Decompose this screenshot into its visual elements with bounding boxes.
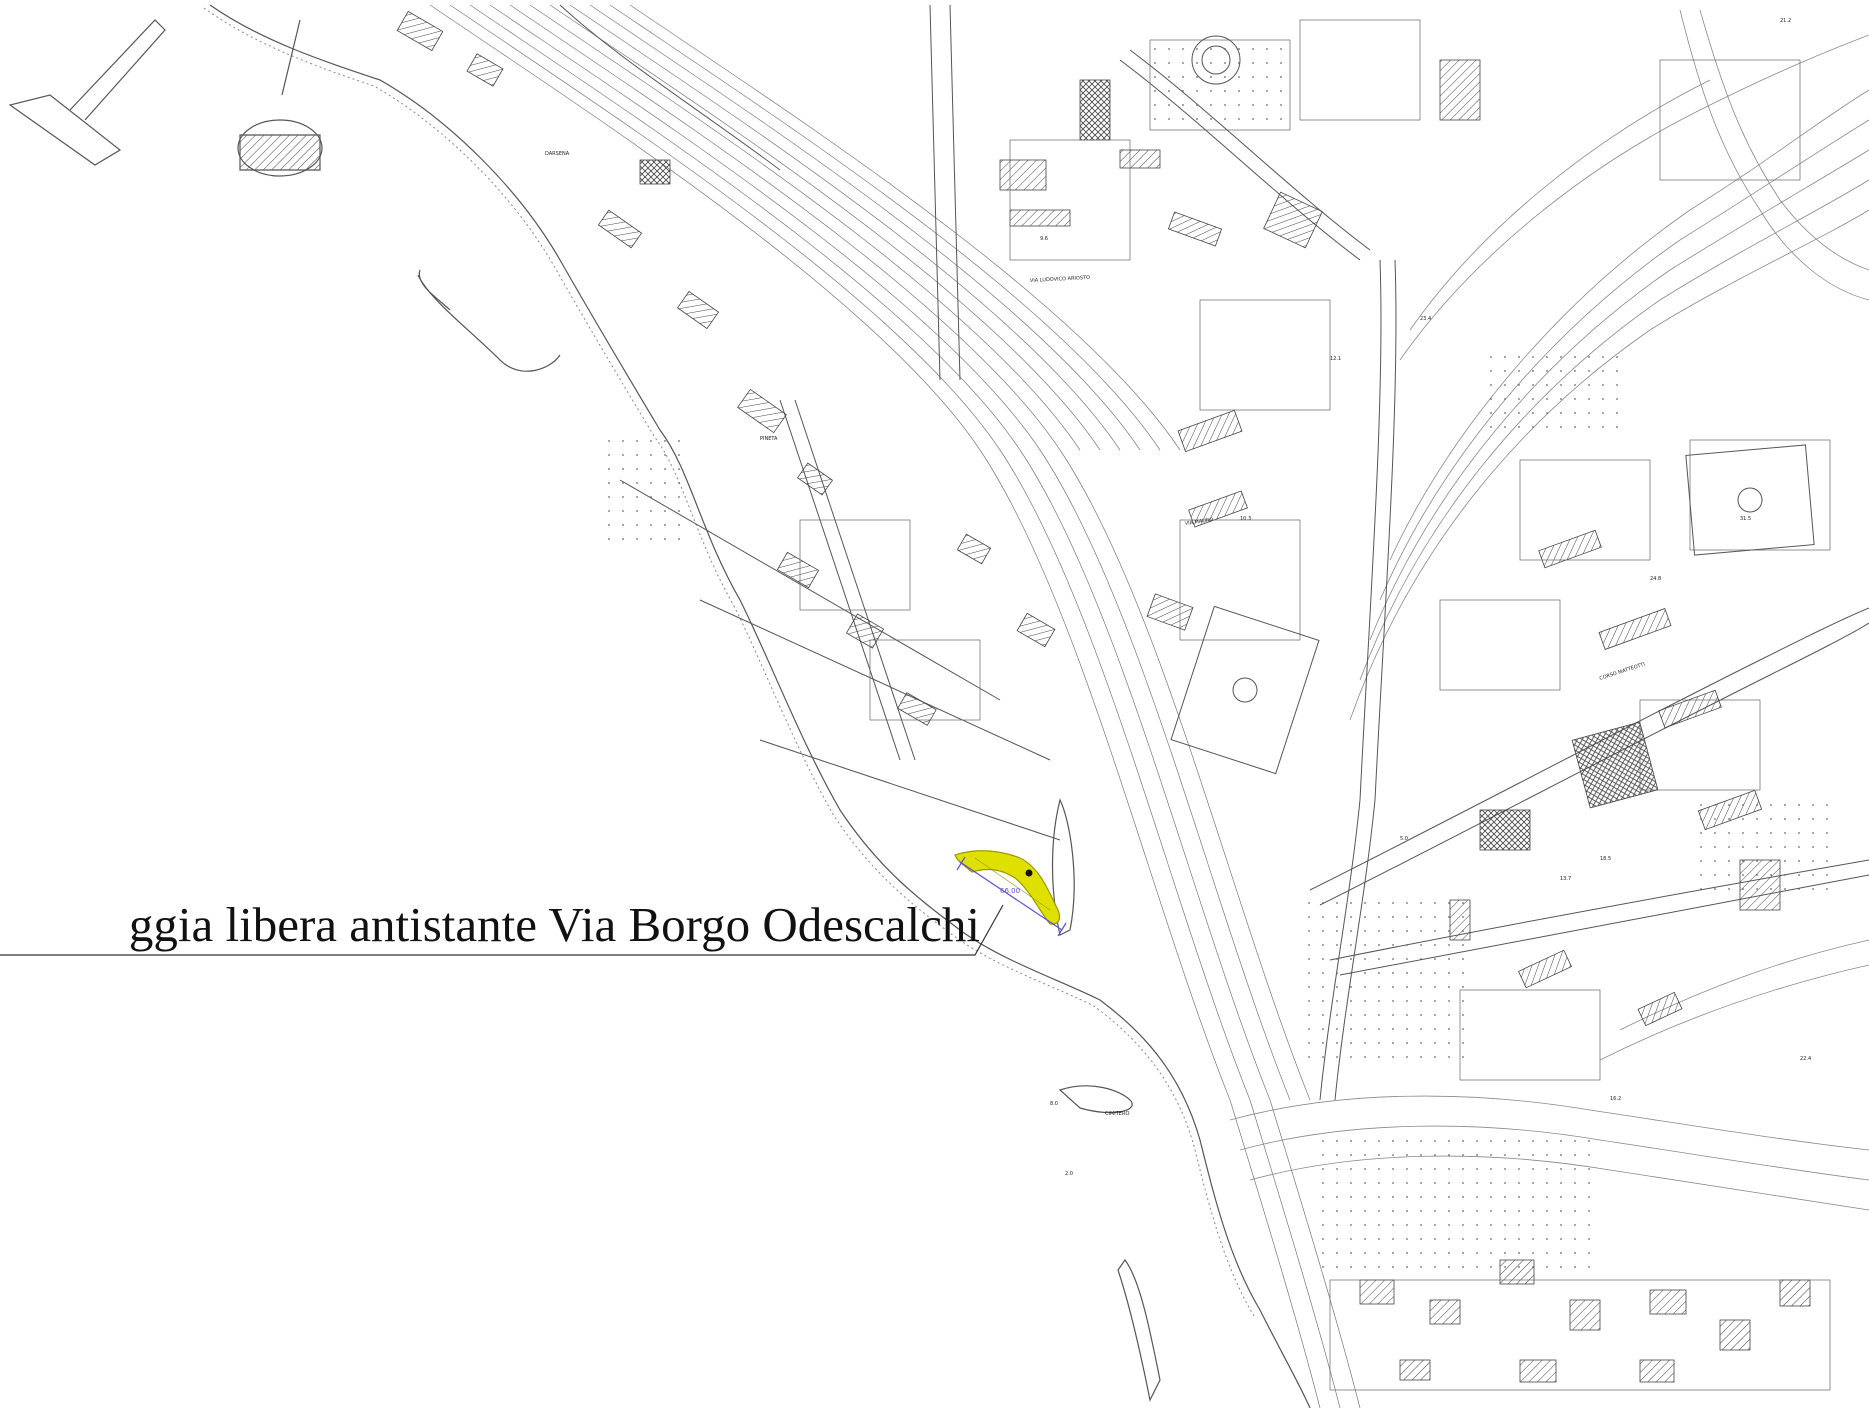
spot-height: 18.5 — [1600, 856, 1611, 862]
spot-height: 16.2 — [1610, 1096, 1621, 1102]
svg-text:66.00: 66.00 — [1000, 887, 1020, 895]
beach-dimension-line: 66.00 — [956, 856, 1067, 937]
spot-height: 5.0 — [1400, 836, 1408, 842]
spot-height: 22.4 — [1800, 1056, 1811, 1062]
map-small-labels: VIA LUDOVICO ARIOSTO VIA MAURO CORSO MAT… — [545, 151, 1646, 1117]
spot-height: 31.5 — [1740, 516, 1751, 522]
railway — [429, 4, 1361, 1408]
street-label: VIA MAURO — [1184, 517, 1213, 527]
callout-leader — [0, 904, 1004, 956]
spot-height: 8.0 — [1050, 1101, 1058, 1107]
vegetation-areas — [600, 40, 1840, 1270]
street-label: VIA LUDOVICO ARIOSTO — [1030, 275, 1090, 284]
place-label: CIMITERO — [1105, 1111, 1129, 1117]
spot-height: 10.3 — [1240, 516, 1251, 522]
place-label: PINETA — [760, 436, 778, 442]
spot-height: 9.6 — [1040, 236, 1048, 242]
spot-height: 13.7 — [1560, 876, 1571, 882]
spot-height: 21.2 — [1780, 18, 1791, 24]
spot-heights: 21.2 8.0 12.1 23.4 10.3 31.5 24.8 2.0 5.… — [1040, 18, 1811, 1177]
spot-height: 12.1 — [1330, 356, 1341, 362]
coastline — [203, 4, 1311, 1408]
callout-label: ggia libera antistante Via Borgo Odescal… — [0, 895, 980, 955]
spot-height: 2.0 — [1065, 1171, 1073, 1177]
place-label: DARSENA — [545, 151, 570, 157]
spot-height: 24.8 — [1650, 576, 1661, 582]
street-label: CORSO MATTEOTTI — [1599, 661, 1646, 681]
piers — [8, 19, 1161, 1402]
highlighted-beach-area — [954, 850, 1061, 925]
spot-height: 23.4 — [1420, 316, 1431, 322]
callout-text: ggia libera antistante Via Borgo Odescal… — [128, 897, 980, 952]
